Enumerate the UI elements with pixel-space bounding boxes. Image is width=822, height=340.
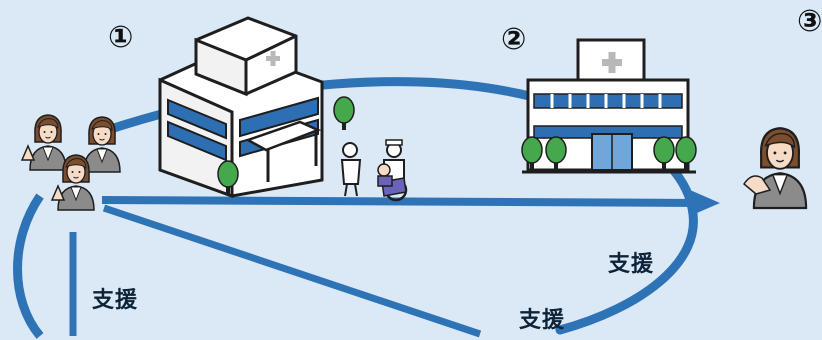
patient-with-wheelchair-icon xyxy=(340,139,408,202)
step-2-label: ② xyxy=(501,22,527,57)
medical-cross-icon xyxy=(266,51,280,66)
guide-person-icon xyxy=(743,127,808,210)
diagram-canvas xyxy=(13,16,808,339)
staff-group-icon xyxy=(20,114,121,211)
medical-cross-icon xyxy=(602,52,622,73)
support-label-bottom: 支援 xyxy=(519,308,566,333)
support-label-right: 支援 xyxy=(608,252,655,277)
referral-arrow xyxy=(101,190,720,216)
support-diagonal-line xyxy=(102,204,482,338)
diagram-stage: ① ② ③ 支援 支援 支援 xyxy=(13,4,822,339)
step-1-label: ① xyxy=(108,20,134,55)
clinic-building-icon xyxy=(521,38,697,174)
step-3-label: ③ xyxy=(797,4,822,39)
support-label-left: 支援 xyxy=(92,288,139,313)
hospital-building-icon xyxy=(158,16,355,199)
